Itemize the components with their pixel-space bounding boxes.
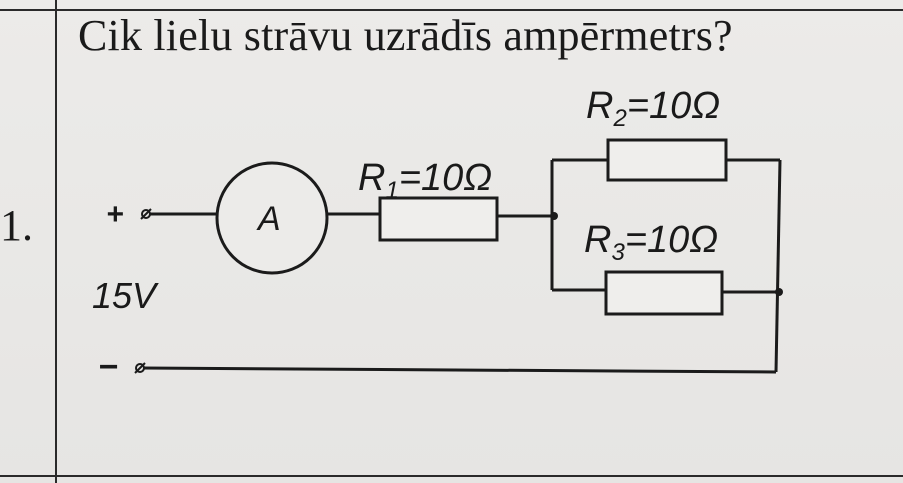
minus-terminal-node [135,363,145,373]
junction-right [775,288,783,296]
resistor-r1-subscript: 1 [385,177,398,204]
minus-terminal-slash [134,362,146,374]
ammeter-circle [215,161,329,275]
resistor-r1-symbol: R [358,157,385,199]
resistor-r1-label: R1=10Ω [358,157,492,204]
resistor-r3-label: R3=10Ω [584,219,718,266]
wire-parallel-right [774,159,782,373]
resistor-r1-value: =10Ω [399,157,492,199]
wire-return [142,366,777,374]
question-number: 1. [0,201,33,250]
resistor-r1 [378,196,499,242]
resistor-r2 [606,138,728,182]
resistor-r3-subscript: 3 [611,239,625,266]
minus-terminal-label: − [98,348,118,386]
resistor-r3-symbol: R [584,219,611,261]
plus-terminal-slash [140,208,152,220]
resistor-r3 [604,270,724,316]
question-text: Cik lielu strāvu uzrādīs ampērmetrs? [78,11,733,60]
resistor-r2-subscript: 2 [612,105,626,132]
ammeter-symbol: A [256,200,281,238]
source-voltage-label: 15V [92,275,159,316]
plus-terminal-label: + [106,198,124,231]
resistor-r3-value: =10Ω [625,219,718,261]
resistor-r2-symbol: R [586,85,613,127]
resistor-r2-value: =10Ω [627,85,720,127]
resistor-r2-label: R2=10Ω [586,85,720,132]
